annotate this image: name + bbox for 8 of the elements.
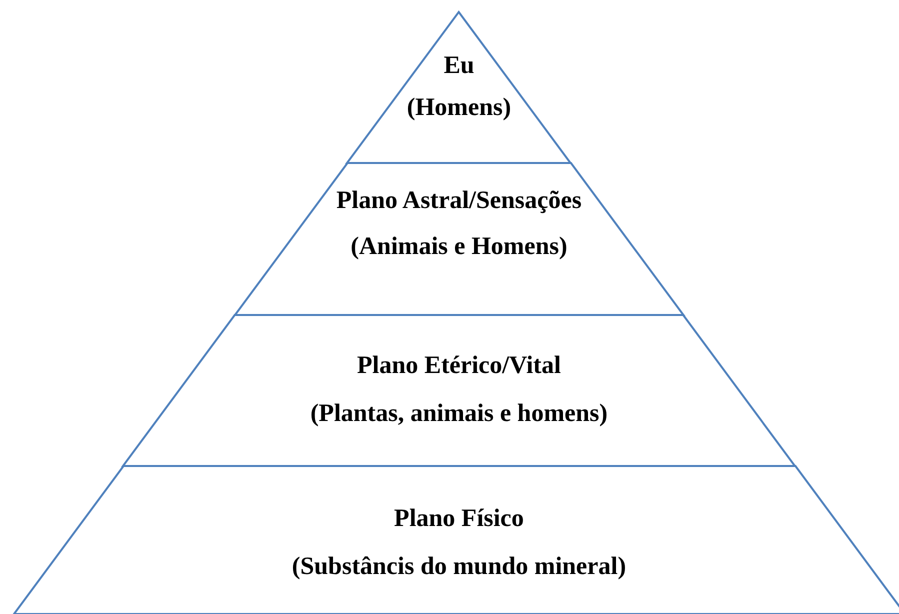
layer-title: Plano Etérico/Vital [357,351,561,381]
layer-subtitle: (Animais e Homens) [350,232,568,262]
layer-title: Plano Físico [394,504,524,534]
layer-subtitle: (Substâncis do mundo mineral) [292,552,626,582]
layer-title: Eu [444,51,474,81]
layer-subtitle: (Homens) [406,93,512,123]
layer-subtitle: (Plantas, animais e homens) [310,399,608,429]
layer-title: Plano Astral/Sensações [336,186,582,216]
